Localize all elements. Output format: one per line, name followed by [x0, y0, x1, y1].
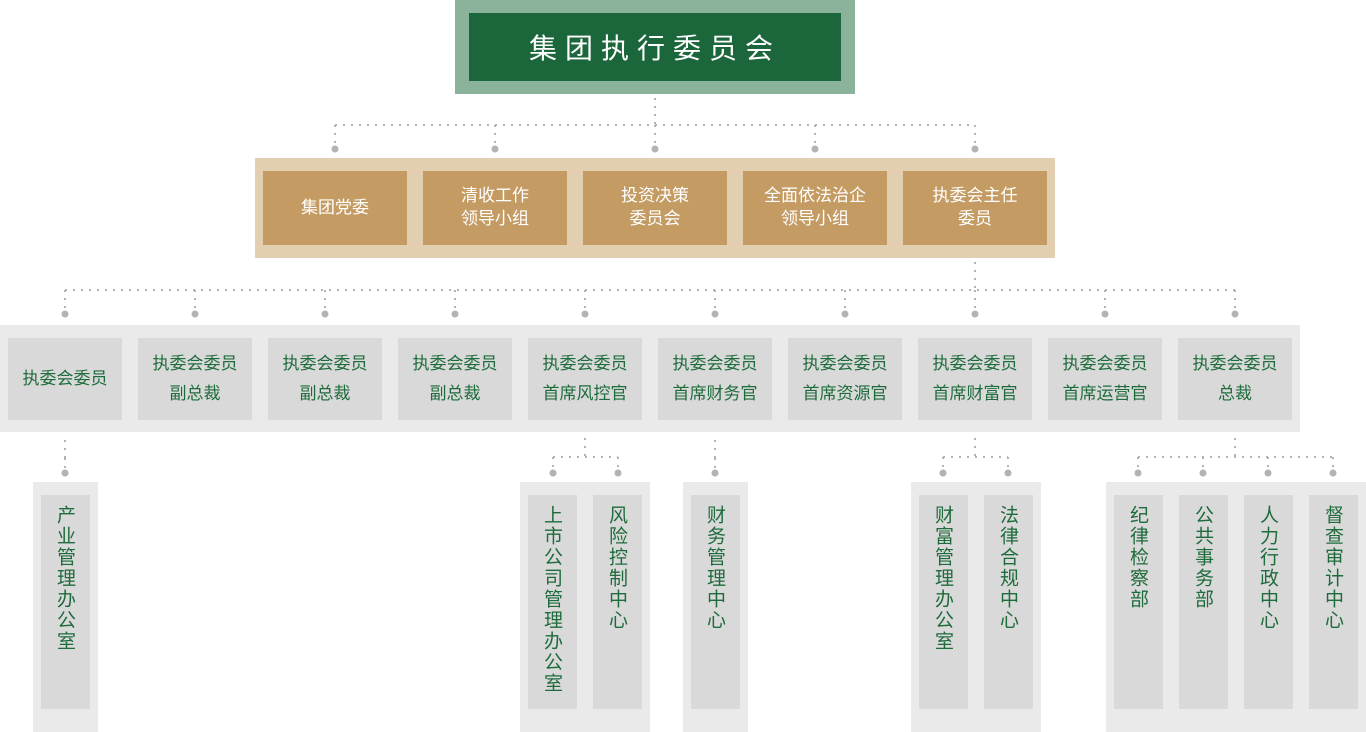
l1-l2-connector-dot — [331, 145, 339, 153]
node-coo[interactable]: 执委会委员 首席运营官 — [1048, 338, 1162, 420]
dept-public-affairs[interactable]: 公共事务部 — [1179, 495, 1228, 709]
executive-committee-node[interactable]: 集团执行委员会 — [455, 0, 855, 94]
l3-l4-wealth-connector-dot — [939, 469, 947, 477]
node-investment-committee[interactable]: 投资决策 委员会 — [583, 171, 727, 245]
dept-audit-center[interactable]: 督查审计中心 — [1309, 495, 1358, 709]
l1-l2-connector-dot — [651, 145, 659, 153]
node-cfo[interactable]: 执委会委员 首席财务官 — [658, 338, 772, 420]
dept-wealth-office[interactable]: 财富管理办公室 — [919, 495, 968, 709]
l1-l2-connector-dot — [491, 145, 499, 153]
dept-listed-company-office[interactable]: 上市公司管理办公室 — [528, 495, 577, 709]
l2-l3-connector-dot — [61, 310, 69, 318]
node-rule-of-law-group[interactable]: 全面依法治企 领导小组 — [743, 171, 887, 245]
node-collection-group[interactable]: 清收工作 领导小组 — [423, 171, 567, 245]
dept-industry-office[interactable]: 产业管理办公室 — [41, 495, 90, 709]
l2-l3-connector-dot — [191, 310, 199, 318]
l2-l3-connector-dot — [1101, 310, 1109, 318]
dept-risk-control-center[interactable]: 风险控制中心 — [593, 495, 642, 709]
dept-panel-wealth: 财富管理办公室 法律合规中心 — [911, 482, 1041, 732]
l3-l4-president-connector-dot — [1264, 469, 1272, 477]
l1-l2-connector-dot — [971, 145, 979, 153]
node-vp-1[interactable]: 执委会委员 副总裁 — [138, 338, 252, 420]
level3-band: 执委会委员 执委会委员 副总裁 执委会委员 副总裁 执委会委员 副总裁 执委会委… — [0, 325, 1300, 432]
dept-panel-cfo: 财务管理中心 — [683, 482, 748, 732]
l2-l3-connector-dot — [1231, 310, 1239, 318]
l3-l4-cro-connector-dot — [549, 469, 557, 477]
node-party-committee[interactable]: 集团党委 — [263, 171, 407, 245]
l3-l4-wealth-connector-dot — [1004, 469, 1012, 477]
l2-l3-connector-dot — [581, 310, 589, 318]
dept-finance-center[interactable]: 财务管理中心 — [691, 495, 740, 709]
l2-l3-connector-dot — [451, 310, 459, 318]
dept-panel-cro: 上市公司管理办公室 风险控制中心 — [520, 482, 650, 732]
dept-hr-admin-center[interactable]: 人力行政中心 — [1244, 495, 1293, 709]
level2-band: 集团党委 清收工作 领导小组 投资决策 委员会 全面依法治企 领导小组 执委会主… — [255, 158, 1055, 258]
l3-l4-member-connector-dot — [61, 469, 69, 477]
l2-l3-connector-dot — [711, 310, 719, 318]
node-vp-2[interactable]: 执委会委员 副总裁 — [268, 338, 382, 420]
l3-l4-president-connector-dot — [1199, 469, 1207, 477]
l3-l4-cfo-connector-dot — [711, 469, 719, 477]
l3-l4-president-connector-dot — [1329, 469, 1337, 477]
node-president[interactable]: 执委会委员 总裁 — [1178, 338, 1292, 420]
dept-legal-compliance-center[interactable]: 法律合规中心 — [984, 495, 1033, 709]
l3-l4-president-connector-dot — [1134, 469, 1142, 477]
dept-panel-member: 产业管理办公室 — [33, 482, 98, 732]
node-chair-member[interactable]: 执委会主任 委员 — [903, 171, 1047, 245]
node-chief-wealth[interactable]: 执委会委员 首席财富官 — [918, 338, 1032, 420]
node-chief-resource[interactable]: 执委会委员 首席资源官 — [788, 338, 902, 420]
dept-panel-president: 纪律检察部 公共事务部 人力行政中心 督查审计中心 — [1106, 482, 1366, 732]
node-vp-3[interactable]: 执委会委员 副总裁 — [398, 338, 512, 420]
l2-l3-connector-dot — [321, 310, 329, 318]
dept-discipline-inspection[interactable]: 纪律检察部 — [1114, 495, 1163, 709]
node-cro[interactable]: 执委会委员 首席风控官 — [528, 338, 642, 420]
executive-committee-title: 集团执行委员会 — [469, 13, 841, 81]
l3-l4-cro-connector-dot — [614, 469, 622, 477]
l1-l2-connector-dot — [811, 145, 819, 153]
l2-l3-connector-dot — [841, 310, 849, 318]
l2-l3-connector-dot — [971, 310, 979, 318]
node-member[interactable]: 执委会委员 — [8, 338, 122, 420]
